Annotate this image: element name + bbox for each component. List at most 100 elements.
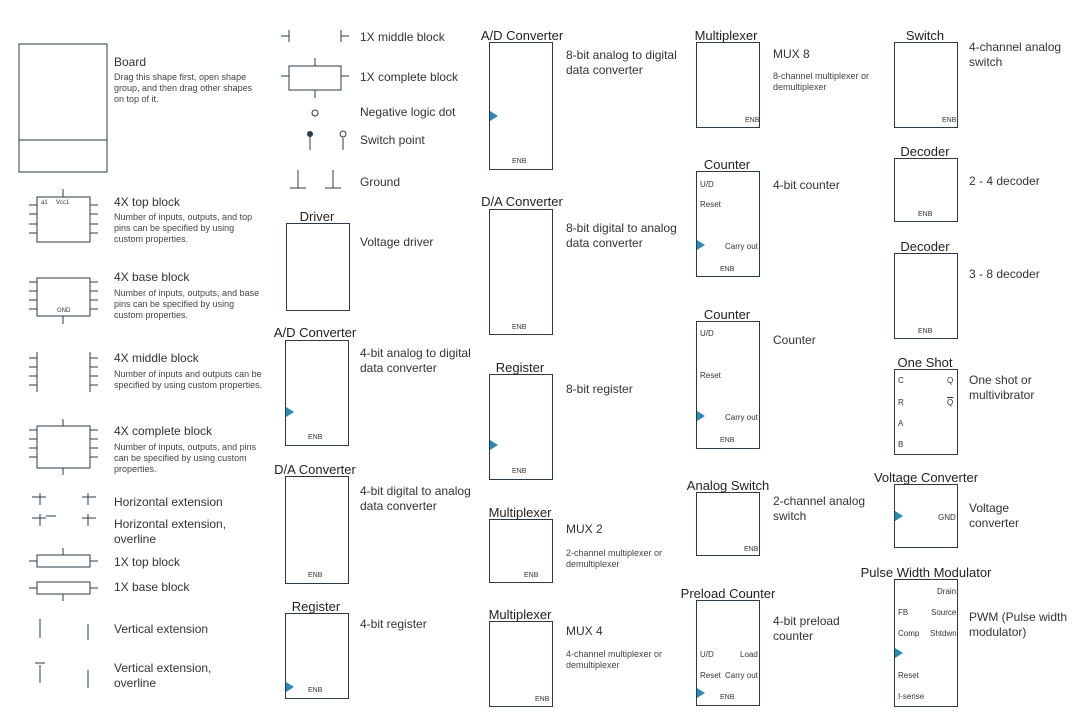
pcnt-carry: Carry out <box>725 671 758 680</box>
os-pin-qbar: Q <box>947 398 954 407</box>
mux8-label: MUX 8 <box>773 47 810 61</box>
asw-label: 2-channel analog switch <box>773 494 866 523</box>
da4-label: 4-bit digital to analog data converter <box>360 484 471 513</box>
clock-icon <box>490 111 498 121</box>
clock-icon <box>697 688 705 698</box>
driver-title: Driver <box>299 209 335 224</box>
pwm-block[interactable] <box>894 579 958 707</box>
da8-title: D/A Converter <box>481 194 563 209</box>
mux4-desc: 4-channel multiplexer or demultiplexer <box>566 649 663 670</box>
da4-block[interactable] <box>285 476 349 584</box>
vc-block[interactable] <box>894 484 958 548</box>
dec3-label: 3 - 8 decoder <box>969 267 1040 281</box>
da4-enb: ENB <box>308 572 323 579</box>
cnt4-title: Counter <box>703 157 751 172</box>
base4-title: 4X base block <box>114 270 190 284</box>
da8-label: 8-bit digital to analog data converter <box>566 221 677 250</box>
os-pin-q: Q <box>947 376 954 385</box>
vext-label: Vertical extension <box>114 622 209 636</box>
dec2-block[interactable] <box>894 158 958 222</box>
pwm-isense: I-sense <box>898 692 925 701</box>
cnt-ud: U/D <box>700 329 714 338</box>
board-desc: Drag this shape first, open shape group,… <box>114 72 253 104</box>
pwm-title: Pulse Width Modulator <box>860 565 992 580</box>
cnt4-reset: Reset <box>700 200 721 209</box>
pin-a1: a1 <box>41 200 48 206</box>
reg8-title: Register <box>495 360 545 375</box>
dec2-label: 2 - 4 decoder <box>969 174 1040 188</box>
da4-title: D/A Converter <box>274 462 356 477</box>
mux8-block[interactable] <box>696 42 760 128</box>
cnt-enb: ENB <box>720 437 735 444</box>
mux4-block[interactable] <box>489 621 553 707</box>
cnt4-enb: ENB <box>720 266 735 273</box>
da8-enb: ENB <box>512 324 527 331</box>
dec3-block[interactable] <box>894 253 958 339</box>
clock-icon <box>697 411 705 421</box>
asw-block[interactable] <box>696 492 760 556</box>
pcnt-ud: U/D <box>700 650 714 659</box>
pwm-drain: Drain <box>937 587 957 596</box>
clock-icon <box>286 682 294 692</box>
ad8-label: 8-bit analog to digital data converter <box>566 48 677 77</box>
ad8-enb: ENB <box>512 158 527 165</box>
complete4-title: 4X complete block <box>114 424 213 438</box>
ad4-enb: ENB <box>308 434 323 441</box>
gnd-pin: GND <box>57 308 71 314</box>
asw-enb: ENB <box>744 546 759 553</box>
os-label: One shot or multivibrator <box>969 373 1035 402</box>
cnt-label: Counter <box>773 333 816 347</box>
hext-over-label: Horizontal extension, overline <box>114 517 227 546</box>
sw-enb: ENB <box>942 117 957 124</box>
middle4-desc: Number of inputs and outputs can be spec… <box>114 369 263 390</box>
reg4-enb: ENB <box>308 687 323 694</box>
ground-label: Ground <box>360 175 401 189</box>
driver-block[interactable] <box>286 223 350 311</box>
clock-icon <box>895 648 903 658</box>
cnt-block[interactable] <box>696 321 760 449</box>
mux4-enb: ENB <box>535 696 550 703</box>
negdot-label: Negative logic dot <box>360 105 456 119</box>
cnt4-block[interactable] <box>696 171 760 277</box>
vext-over-label: Vertical extension, overline <box>114 661 212 690</box>
cnt4-label: 4-bit counter <box>773 178 840 192</box>
asw-title: Analog Switch <box>686 478 770 493</box>
clock-icon <box>286 407 294 417</box>
mux2-block[interactable] <box>489 519 553 583</box>
mux2-desc: 2-channel multiplexer or demultiplexer <box>566 548 663 569</box>
pcnt-block[interactable] <box>696 600 760 706</box>
dec2-title: Decoder <box>900 144 950 159</box>
mux2-label: MUX 2 <box>566 522 603 536</box>
os-block[interactable] <box>894 369 958 455</box>
ad4-label: 4-bit analog to digital data converter <box>360 346 471 375</box>
pwm-fb: FB <box>898 608 909 617</box>
pwm-source: Source <box>931 608 957 617</box>
pwm-comp: Comp <box>898 629 920 638</box>
os-pin-a: A <box>898 419 904 428</box>
base1-label: 1X base block <box>114 580 190 594</box>
cnt-reset: Reset <box>700 371 721 380</box>
reg8-enb: ENB <box>512 468 527 475</box>
vcc1-pin: Vcc1 <box>56 200 70 206</box>
sw-title: Switch <box>905 28 945 43</box>
os-title: One Shot <box>897 355 953 370</box>
mux2-enb: ENB <box>524 572 539 579</box>
os-pin-r: R <box>898 398 904 407</box>
ad8-block[interactable] <box>489 42 553 170</box>
mux4-title: Multiplexer <box>488 607 552 622</box>
reg4-label: 4-bit register <box>360 617 427 631</box>
da8-block[interactable] <box>489 209 553 335</box>
pcnt-load: Load <box>740 650 758 659</box>
switchpt-label: Switch point <box>360 133 425 147</box>
mux8-title: Multiplexer <box>694 28 758 43</box>
cnt4-ud: U/D <box>700 180 714 189</box>
pwm-label: PWM (Pulse width modulator) <box>969 610 1068 639</box>
pwm-reset: Reset <box>898 671 919 680</box>
reg4-block[interactable] <box>285 613 349 699</box>
pcnt-reset: Reset <box>700 671 721 680</box>
reg8-block[interactable] <box>489 374 553 480</box>
sw-block[interactable] <box>894 42 958 128</box>
ad4-block[interactable] <box>285 340 349 446</box>
sw-label: 4-channel analog switch <box>969 40 1062 69</box>
